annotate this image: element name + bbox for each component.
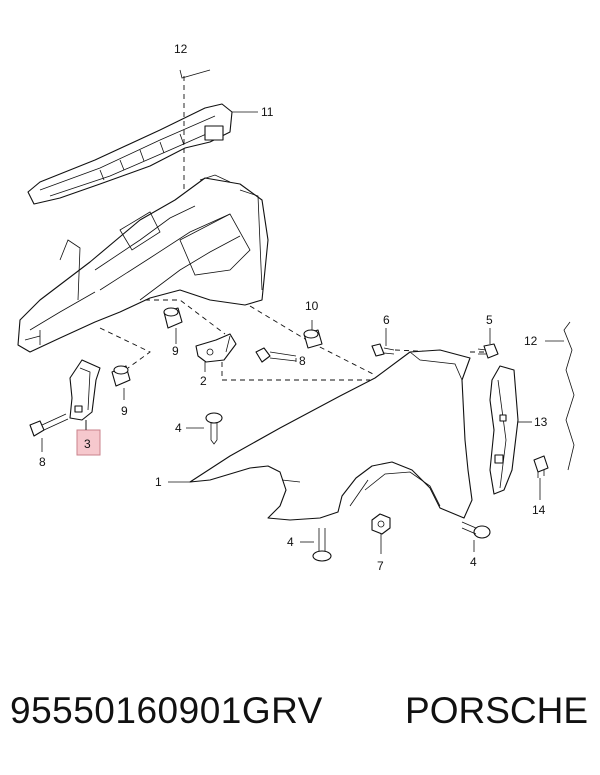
- part-number: 95550160901GRV: [10, 690, 323, 731]
- bracket-part-3: [69, 359, 101, 430]
- callout-14: 14: [532, 503, 546, 517]
- dash-part-2: [145, 299, 226, 335]
- callout-10: 10: [305, 299, 319, 313]
- brand-name: PORSCHE: [405, 690, 588, 731]
- callout-5: 5: [486, 313, 493, 327]
- body-frame: [17, 174, 269, 353]
- screw-part-4-upper: [205, 412, 223, 445]
- caption-bar: 95550160901GRV PORSCHE: [0, 690, 600, 750]
- upper-rail-part-11: [27, 103, 233, 205]
- seal-part-12-right: [563, 321, 575, 471]
- nut-part-7: [371, 513, 391, 535]
- leader-lines: [41, 111, 564, 554]
- callout-6: 6: [383, 313, 390, 327]
- callout-4-lower: 4: [287, 535, 294, 549]
- callout-3-highlight: [76, 429, 101, 456]
- callout-12-top: 12: [174, 42, 188, 56]
- callout-9-rear: 9: [172, 344, 179, 358]
- bolt-part-8-left: [29, 413, 69, 437]
- sleeve-part-9-rear: [163, 307, 183, 329]
- screw-part-4-right: [461, 521, 491, 539]
- bolt-part-6: [371, 343, 395, 357]
- screw-part-4-lower: [312, 528, 332, 562]
- bolt-part-8-right: [255, 347, 297, 363]
- callout-7: 7: [377, 559, 384, 573]
- callout-3: 3: [84, 437, 91, 451]
- bracket-part-2: [195, 333, 237, 363]
- callout-4-upper: 4: [175, 421, 182, 435]
- clip-part-14: [533, 455, 549, 478]
- panel-part-13: [489, 365, 519, 495]
- fender-part-1: [189, 349, 473, 521]
- parts-diagram: 12 11 10 6 5 12 9 2 8 9 3 8 13 4 1 14 4 …: [17, 42, 575, 573]
- dash-bracket-3: [99, 327, 151, 369]
- callout-9-front: 9: [121, 404, 128, 418]
- callout-12-right: 12: [524, 334, 538, 348]
- callout-13: 13: [534, 415, 548, 429]
- callout-2: 2: [200, 374, 207, 388]
- sleeve-part-9-front: [111, 365, 131, 387]
- bracket-12-leader: [179, 69, 211, 79]
- callout-8-right: 8: [299, 354, 306, 368]
- callout-11: 11: [261, 105, 274, 119]
- sleeve-part-10: [303, 329, 323, 349]
- callout-1: 1: [155, 475, 162, 489]
- callout-4-right: 4: [470, 555, 477, 569]
- dash-fender-rear: [249, 305, 376, 376]
- dash-fender-mid: [221, 362, 370, 381]
- callout-8-left: 8: [39, 455, 46, 469]
- screw-part-5: [477, 343, 499, 359]
